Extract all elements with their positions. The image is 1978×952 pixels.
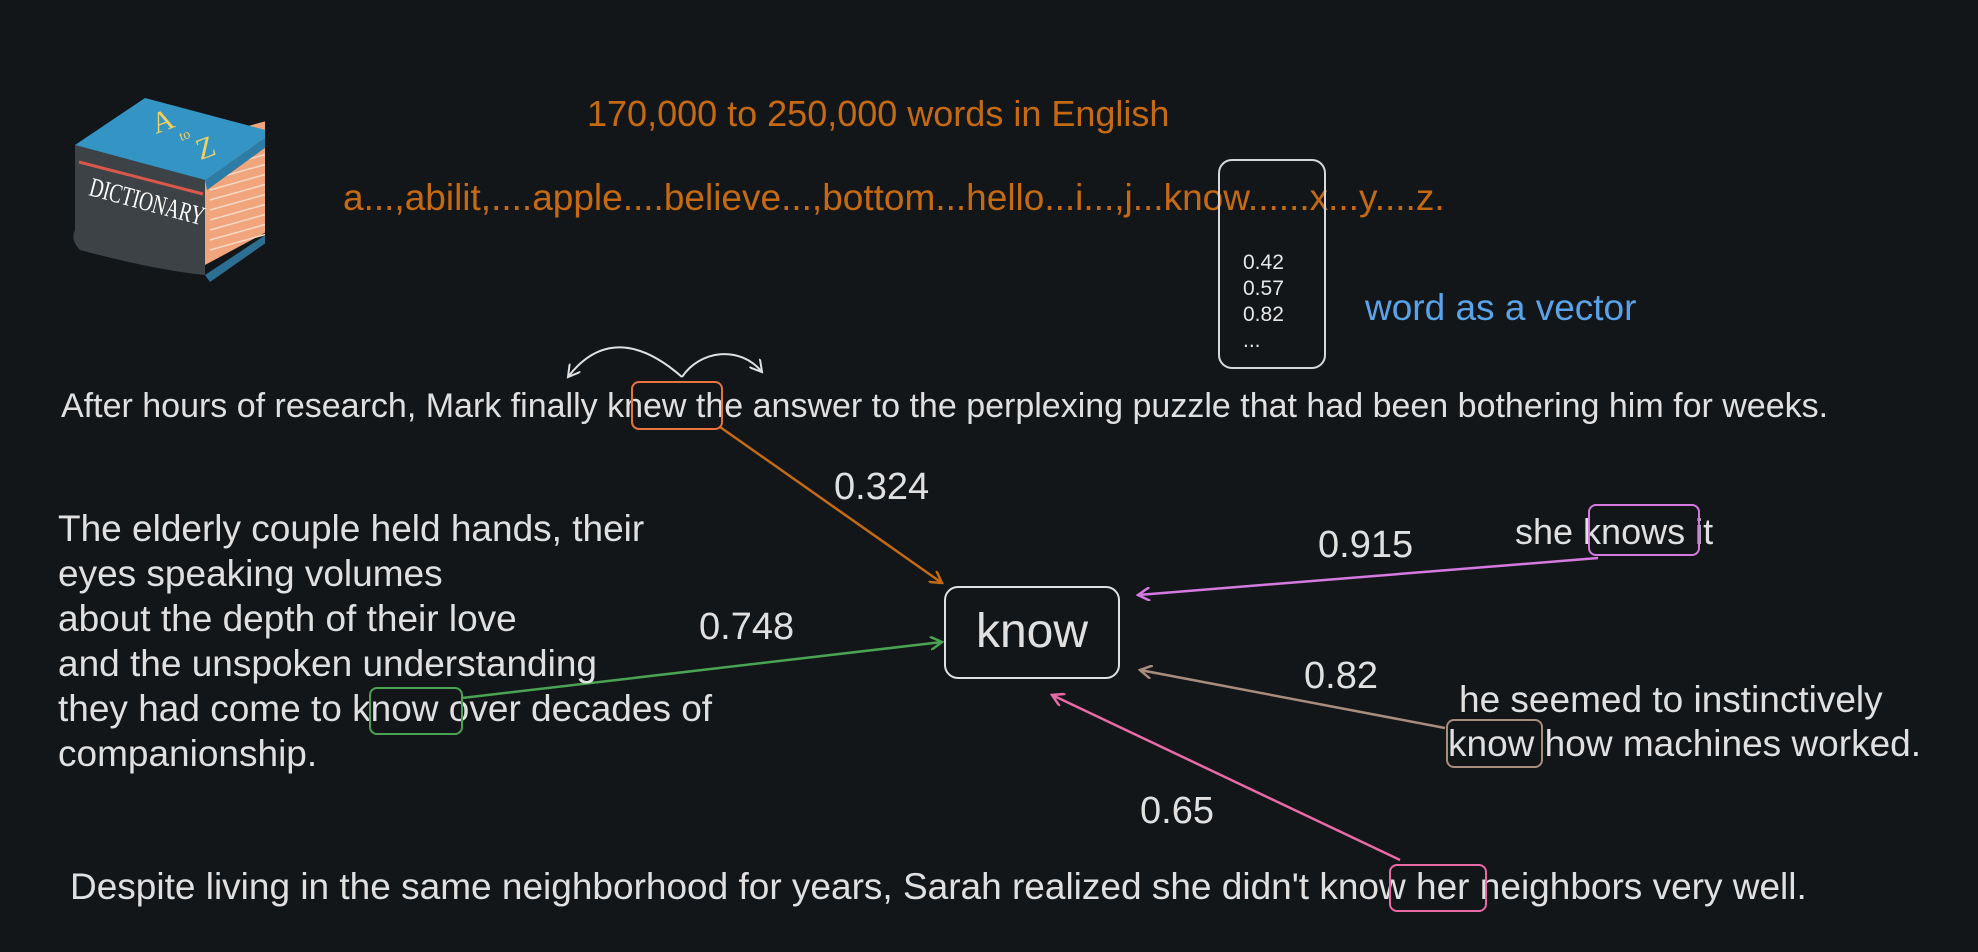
machines-know-highlight-box: [1446, 719, 1543, 768]
paragraph-know-highlight-box: [369, 687, 463, 735]
dictionary-icon: DICTIONARY A to Z: [73, 98, 265, 282]
sentence-bottom: Despite living in the same neighborhood …: [70, 866, 1807, 908]
context-arrow-left: [568, 346, 683, 377]
knows-word: knows: [1583, 511, 1686, 552]
vocab-count-title: 170,000 to 250,000 words in English: [587, 93, 1170, 134]
vector-value: 0.57: [1243, 277, 1284, 300]
knew-word: knew: [607, 387, 687, 425]
sentence-right-top-before: she: [1515, 511, 1584, 552]
knew-highlight-box: [631, 381, 723, 430]
machines-know-word: know: [1448, 723, 1535, 764]
paragraph-before: they had come to: [58, 688, 353, 729]
paragraph-left: The elderly couple held hands, their eye…: [58, 506, 712, 776]
center-word-box: [944, 586, 1120, 679]
vocab-list-after: ......x...y....z.: [1247, 177, 1445, 218]
paragraph-line: eyes speaking volumes: [58, 553, 443, 594]
neighbors-know-word: know: [1319, 866, 1406, 907]
arrow-knew-to-know: [719, 425, 942, 583]
sentence-right-mid-line2: know how machines worked.: [1448, 723, 1921, 765]
weight-machines: 0.82: [1304, 655, 1378, 697]
arrow-knows-to-know: [1138, 556, 1599, 595]
neighbors-know-highlight-box: [1389, 864, 1487, 912]
vocab-list: a...,abilit,....apple....believe...,bott…: [343, 177, 1445, 219]
paragraph-know-word: know: [352, 688, 439, 729]
paragraph-line: they had come to know over decades of: [58, 686, 712, 731]
vector-value: 0.82: [1243, 303, 1284, 326]
context-arrow-right: [681, 353, 762, 378]
dictionary-letter-to: to: [177, 127, 192, 145]
sentence-top-before: After hours of research, Mark finally: [61, 387, 608, 425]
arrow-neighbors-to-know: [1052, 695, 1401, 862]
paragraph-line: The elderly couple held hands, their: [58, 508, 645, 549]
weight-paragraph: 0.748: [699, 606, 795, 648]
paragraph-line: about the depth of their love: [58, 598, 517, 639]
sentence-right-mid-line1: he seemed to instinctively: [1459, 679, 1883, 720]
sentence-bottom-after: her neighbors very well.: [1405, 866, 1807, 907]
vector-label: word as a vector: [1365, 287, 1637, 328]
sentence-top: After hours of research, Mark finally kn…: [61, 387, 1828, 426]
arrow-paragraph-to-know: [461, 642, 942, 700]
sentence-top-after: the answer to the perplexing puzzle that…: [686, 387, 1829, 425]
arrow-machines-to-know: [1140, 670, 1446, 730]
vector-value: 0.42: [1243, 251, 1284, 274]
knows-highlight-box: [1588, 504, 1700, 556]
vector-value: ...: [1243, 329, 1261, 352]
weight-knew: 0.324: [834, 466, 930, 508]
vocab-list-word: know: [1163, 177, 1248, 218]
weight-neighbors: 0.65: [1140, 790, 1214, 832]
paragraph-line: companionship.: [58, 733, 318, 774]
vocab-list-before: a...,abilit,....apple....believe...,bott…: [343, 177, 1164, 218]
vector-box: [1218, 159, 1326, 369]
weight-knows: 0.915: [1318, 524, 1414, 566]
paragraph-after: over decades of: [438, 688, 713, 729]
sentence-right-top: she knows it: [1515, 511, 1713, 553]
sentence-bottom-before: Despite living in the same neighborhood …: [70, 866, 1320, 907]
center-word: know: [975, 605, 1089, 658]
sentence-right-mid-after: how machines worked.: [1534, 723, 1922, 764]
vector-values: 0.42 0.57 0.82 ...: [1243, 250, 1284, 354]
paragraph-line: and the unspoken understanding: [58, 643, 597, 684]
